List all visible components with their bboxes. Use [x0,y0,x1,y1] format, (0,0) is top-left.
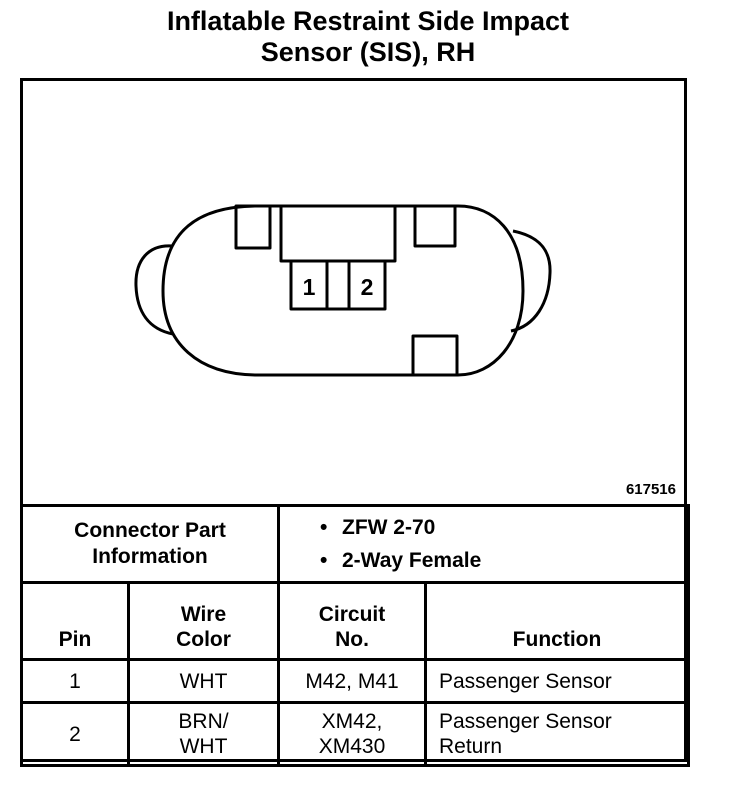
table-header-row: Pin Wire Color Circuit No. Function [20,581,690,661]
connector-info-label: Connector Part Information [20,504,280,584]
cell-wire-color-line-2: WHT [179,735,228,758]
cell-circuit-line-2: XM430 [318,735,386,758]
left-latch [134,244,174,336]
header-circuit: Circuit No. [277,581,427,661]
connector-info-item: • 2-Way Female [320,544,687,577]
table-row: 1 WHT M42, M41 Passenger Sensor [20,658,690,704]
header-circuit-line-2: No. [335,628,369,651]
cell-function: Passenger Sensor Return [424,701,690,767]
pin-label-2: 2 [361,274,374,300]
cell-function-line-2: Return [439,735,503,758]
connector-info-label-line-1: Connector Part [74,519,226,542]
connector-info-item: • ZFW 2-70 [320,511,687,544]
cell-wire-color-line-1: BRN/ [178,710,229,733]
bullet-icon: • [320,516,328,539]
header-wire-color-line-1: Wire [180,603,227,626]
pin-cavity-2 [347,259,387,311]
connector-info-item-text: ZFW 2-70 [342,516,436,539]
bullet-icon: • [320,549,328,572]
header-wire-color-line-2: Color [176,628,231,651]
top-center-key [279,206,397,263]
header-function: Function [424,581,690,661]
pin-cavity-middle [325,259,351,311]
table-row: 2 BRN/ WHT XM42, XM430 Passenger Sensor … [20,701,690,767]
cell-circuit: XM42, XM430 [277,701,427,767]
cell-function-line-1: Passenger Sensor [439,710,612,733]
page-title: Inflatable Restraint Side Impact Sensor … [0,6,736,68]
cell-pin: 1 [20,658,130,704]
connector-diagram: 1 2 [134,204,552,377]
top-right-notch [413,204,457,248]
title-line-1: Inflatable Restraint Side Impact [166,6,570,36]
cell-function: Passenger Sensor [424,658,690,704]
header-pin: Pin [20,581,130,661]
cell-circuit: M42, M41 [277,658,427,704]
cell-wire-color: WHT [127,658,280,704]
top-left-notch [234,204,272,250]
cell-pin: 2 [20,701,130,767]
cell-wire-color: BRN/ WHT [127,701,280,767]
figure-number: 617516 [625,481,676,498]
connector-info-items: • ZFW 2-70 • 2-Way Female [277,504,690,584]
right-latch [510,229,552,333]
bottom-right-notch [411,334,459,377]
header-wire-color: Wire Color [127,581,280,661]
connector-body [161,204,525,377]
title-line-2: Sensor (SIS), RH [260,37,476,67]
connector-info-label-line-2: Information [92,545,208,568]
connector-table: Connector Part Information • ZFW 2-70 • 2-… [20,504,690,767]
header-circuit-line-1: Circuit [318,603,386,626]
connector-info-row: Connector Part Information • ZFW 2-70 • 2-… [20,504,690,584]
pin-label-1: 1 [303,274,316,300]
cell-circuit-line-1: XM42, [321,710,383,733]
connector-info-item-text: 2-Way Female [342,549,482,572]
